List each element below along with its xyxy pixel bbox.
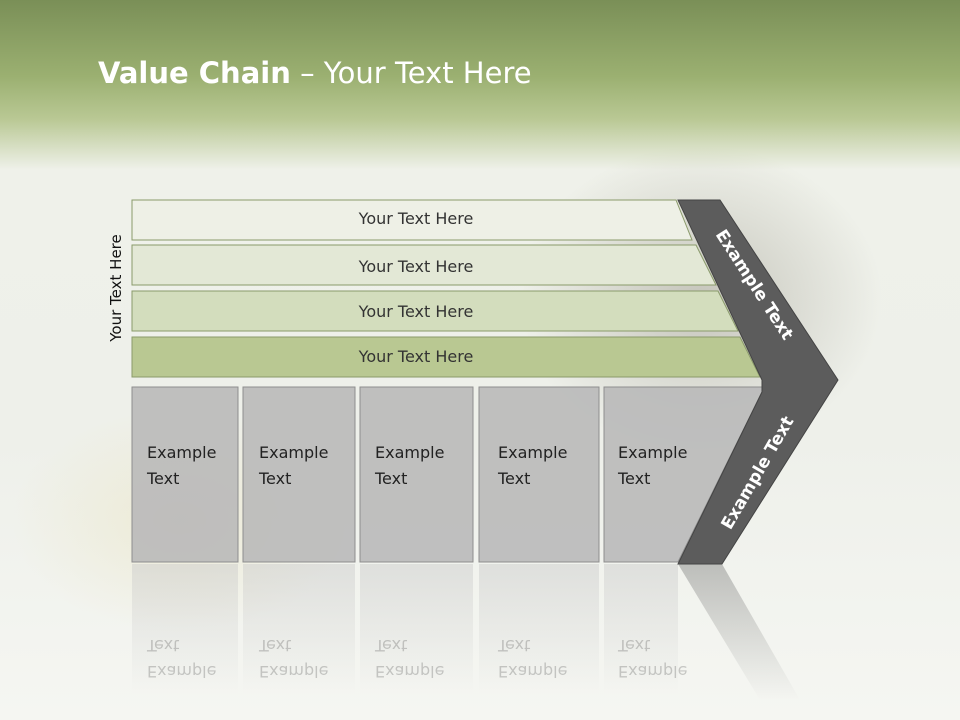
box-3-reflection (360, 564, 473, 694)
box-1-reflection-line2: Text (147, 636, 180, 655)
box-5-reflection-line2: Text (618, 636, 651, 655)
box-5-reflection (604, 564, 678, 694)
bar-2 (131, 244, 717, 286)
bar-3-label: Your Text Here (358, 302, 474, 321)
bar-4 (131, 336, 761, 378)
arrow-reflection (678, 564, 800, 700)
box-4 (478, 386, 600, 563)
box-2 (242, 386, 356, 563)
bar-3 (131, 290, 739, 332)
slide-title: Value Chain – Your Text Here (98, 56, 532, 90)
title-bold: Value Chain (98, 56, 291, 90)
box-3 (359, 386, 474, 563)
box-2-reflection-text: Example Text (259, 632, 328, 684)
title-rest: – Your Text Here (290, 56, 532, 90)
chevron-arrow (677, 199, 839, 565)
box-1-line1: Example (147, 443, 217, 462)
bar-1-label: Your Text Here (358, 209, 474, 228)
box-1-reflection-line1: Example (147, 662, 217, 681)
box-5-line1: Example (618, 443, 688, 462)
box-3-reflection-line2: Text (375, 636, 408, 655)
header-band (0, 0, 960, 170)
box-3-reflection-text: Example Text (375, 632, 444, 684)
box-5-line2: Text (618, 469, 651, 488)
box-1-line2: Text (147, 469, 180, 488)
box-2-line1: Example (259, 443, 329, 462)
box-1-reflection-text: Example Text (147, 632, 216, 684)
box-5-reflection-line1: Example (618, 662, 688, 681)
bar-1 (131, 199, 693, 241)
box-1 (131, 386, 239, 563)
box-2-line2: Text (259, 469, 292, 488)
box-3-reflection-line1: Example (375, 662, 445, 681)
box-3-line1: Example (375, 443, 445, 462)
bar-4-label: Your Text Here (358, 347, 474, 366)
box-4-line1: Example (498, 443, 568, 462)
box-2-reflection (243, 564, 355, 694)
box-4-reflection (479, 564, 599, 694)
box-4-line2: Text (498, 469, 531, 488)
box-4-reflection-line2: Text (498, 636, 531, 655)
bar-2-label: Your Text Here (358, 257, 474, 276)
box-5-reflection-text: Example Text (618, 632, 687, 684)
box-1-reflection (132, 564, 238, 694)
box-4-reflection-text: Example Text (498, 632, 567, 684)
box-4-reflection-line1: Example (498, 662, 568, 681)
box-3-line2: Text (375, 469, 408, 488)
box-2-reflection-line1: Example (259, 662, 329, 681)
box-2-reflection-line2: Text (259, 636, 292, 655)
